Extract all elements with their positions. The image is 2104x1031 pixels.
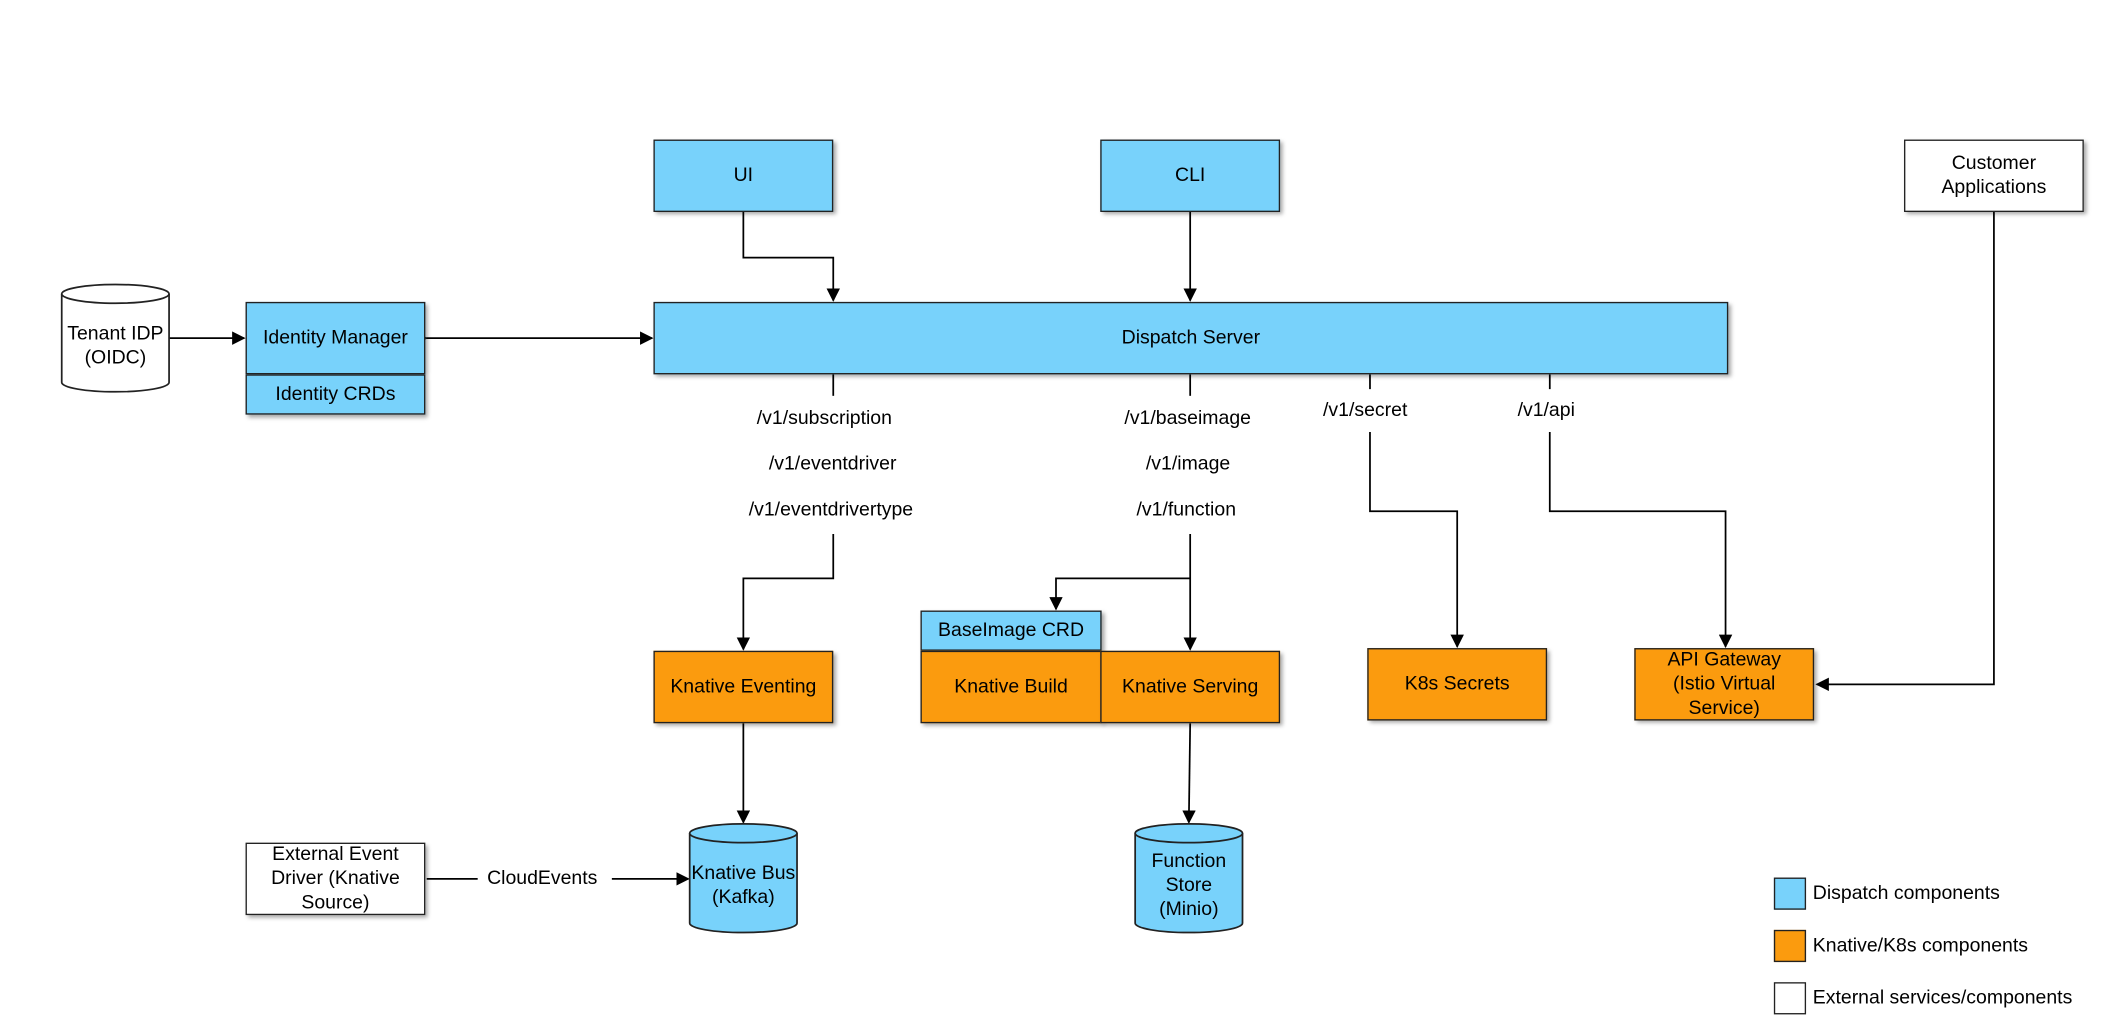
legend-label-external: External services/components — [1812, 987, 2073, 1010]
edge-customer-gateway — [1815, 212, 1995, 692]
knative-eventing-label: Knative Eventing — [670, 676, 817, 698]
edge-label-secret: /v1/secret — [1323, 399, 1408, 422]
k8s-secrets-box: K8s Secrets — [1367, 648, 1548, 721]
cli-box: CLI — [1100, 139, 1281, 213]
knative-bus-label: Knative Bus (Kafka) — [691, 862, 796, 909]
identity-manager-label: Identity Manager — [262, 327, 408, 349]
customer-applications-label: Customer Applications — [1941, 152, 2047, 199]
edge-dispatch-eventing — [736, 534, 835, 651]
legend-swatch-external — [1773, 982, 1807, 1015]
edge-label-cloudevents: CloudEvents — [487, 868, 598, 890]
edge-ui-dispatch — [742, 212, 840, 302]
legend-swatch-dispatch — [1773, 877, 1807, 910]
tenant-idp-cylinder — [60, 283, 170, 393]
knative-build-label: Knative Build — [954, 676, 1068, 698]
edge-label-baseimage: /v1/baseimage — [1124, 407, 1251, 430]
edge-serving-store — [1182, 723, 1196, 824]
function-store-label: Function Store (Minio) — [1151, 850, 1227, 921]
edge-label-api: /v1/api — [1517, 399, 1575, 422]
identity-crds-box: Identity CRDs — [245, 374, 426, 415]
legend-label-dispatch: Dispatch components — [1812, 882, 2000, 905]
cli-label: CLI — [1175, 165, 1206, 187]
api-gateway-label: API Gateway (Istio Virtual Service) — [1667, 649, 1781, 720]
knative-serving-label: Knative Serving — [1122, 676, 1259, 698]
dispatch-server-box: Dispatch Server — [653, 301, 1729, 375]
edge-label-image: /v1/image — [1145, 453, 1231, 475]
function-store-cylinder — [1134, 822, 1244, 934]
edge-dispatch-secrets — [1369, 432, 1464, 649]
customer-applications-box: Customer Applications — [1904, 139, 2084, 213]
edge-label-function: /v1/function — [1136, 499, 1237, 521]
edge-label-subscription: /v1/subscription — [756, 407, 892, 430]
ui-label: UI — [733, 165, 754, 187]
edge-dispatch-baseimage — [1049, 577, 1191, 611]
edge-label-eventdrivertype: /v1/eventdrivertype — [748, 499, 914, 521]
baseimage-crd-box: BaseImage CRD — [920, 610, 1102, 651]
knative-serving-box: Knative Serving — [1100, 650, 1281, 724]
ui-box: UI — [653, 139, 834, 213]
legend-label-knative: Knative/K8s components — [1812, 935, 2029, 957]
edge-dispatch-gateway — [1548, 432, 1733, 649]
identity-crds-label: Identity CRDs — [275, 383, 396, 406]
baseimage-crd-label: BaseImage CRD — [938, 619, 1085, 642]
external-event-driver-box: External Event Driver (Knative Source) — [245, 842, 426, 916]
api-gateway-box: API Gateway (Istio Virtual Service) — [1634, 648, 1815, 721]
legend-swatch-knative — [1773, 929, 1807, 963]
knative-bus-cylinder — [688, 822, 798, 934]
knative-build-box: Knative Build — [920, 650, 1102, 724]
knative-eventing-box: Knative Eventing — [653, 650, 834, 724]
dispatch-server-label: Dispatch Server — [1121, 327, 1261, 349]
external-event-driver-label: External Event Driver (Knative Source) — [271, 843, 400, 914]
edge-label-eventdriver: /v1/eventdriver — [768, 453, 897, 475]
identity-manager-box: Identity Manager — [245, 301, 426, 375]
k8s-secrets-label: K8s Secrets — [1404, 673, 1510, 696]
tenant-idp-label: Tenant IDP (OIDC) — [67, 323, 164, 369]
